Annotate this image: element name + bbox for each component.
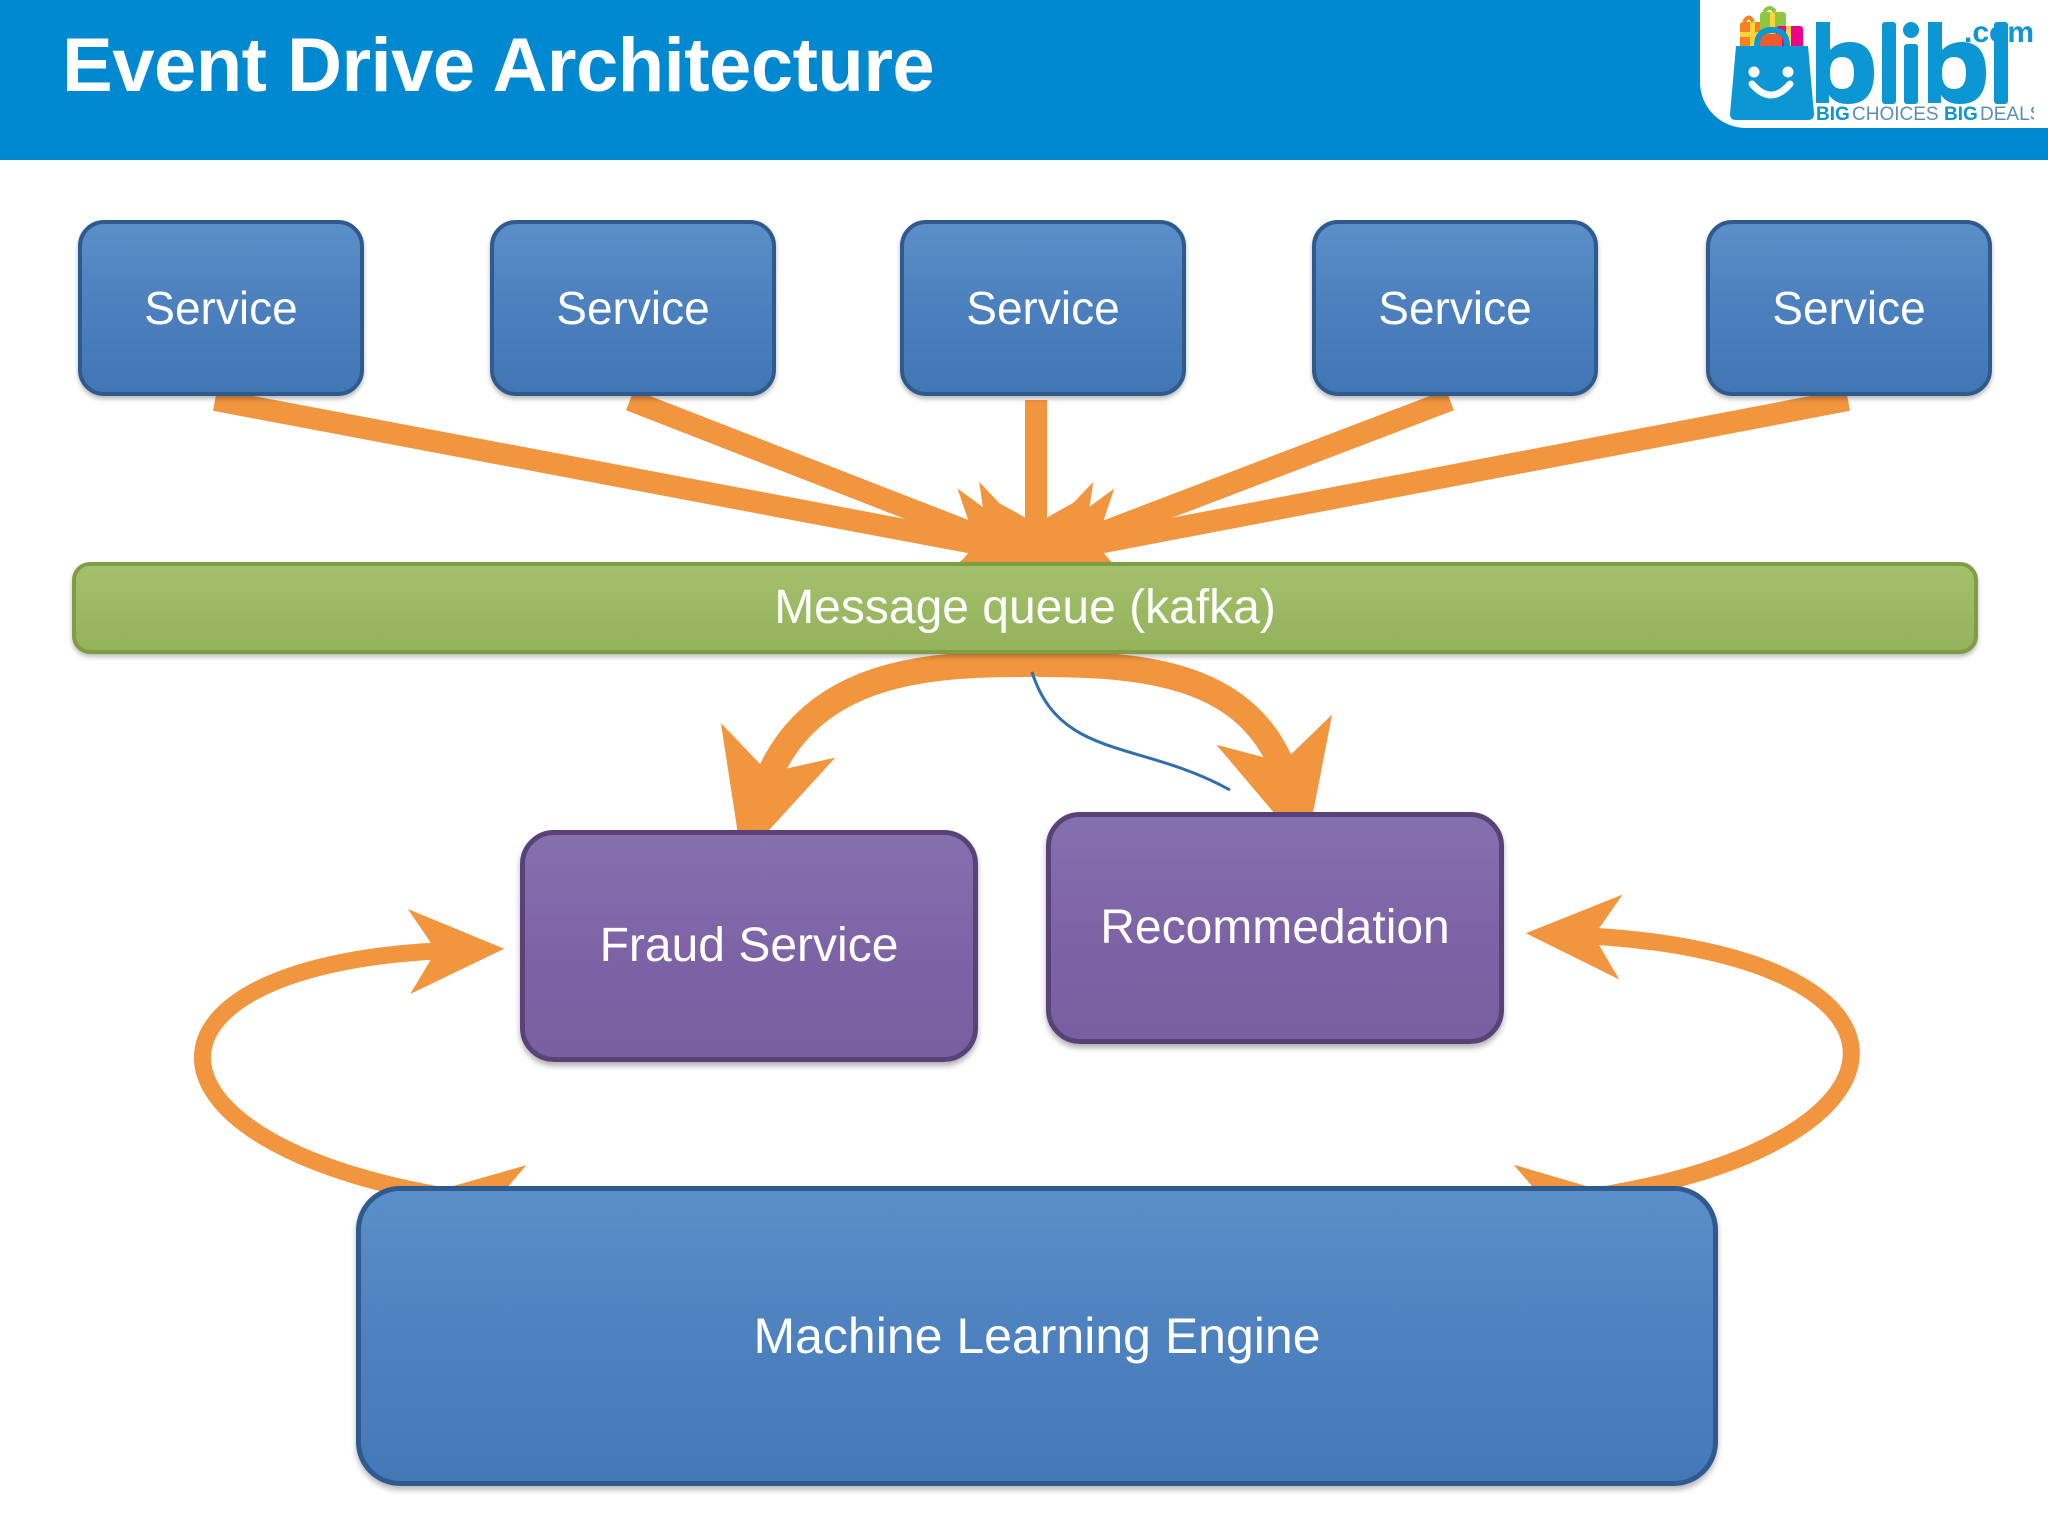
- service-node-5-label: Service: [1772, 281, 1926, 334]
- service-node-5[interactable]: Service: [1706, 220, 1992, 396]
- svg-text:.com: .com: [1964, 16, 2034, 49]
- fraud-service-node[interactable]: Fraud Service: [520, 830, 978, 1062]
- message-queue-bar[interactable]: Message queue (kafka): [72, 562, 1978, 654]
- recommendation-ml-feedback-arrow: [1513, 894, 1860, 1249]
- tagline-big-1: BIG: [1816, 104, 1850, 124]
- fraud-ml-feedback-arrow: [194, 909, 527, 1250]
- service-node-2-label: Service: [556, 281, 710, 334]
- service-node-2[interactable]: Service: [490, 220, 776, 396]
- service-node-4[interactable]: Service: [1312, 220, 1598, 396]
- shopping-bag-with-gifts-icon: [1730, 6, 1814, 120]
- page-title: Event Drive Architecture: [62, 23, 935, 108]
- service-node-1-label: Service: [144, 281, 298, 334]
- recommendation-node[interactable]: Recommedation: [1046, 812, 1504, 1044]
- message-queue-label: Message queue (kafka): [774, 580, 1276, 634]
- blibli-wordmark: .com: [1816, 16, 2034, 104]
- service-node-3-label: Service: [966, 281, 1120, 334]
- machine-learning-engine-label: Machine Learning Engine: [753, 1307, 1321, 1364]
- service-node-4-label: Service: [1378, 281, 1532, 334]
- queue-to-fraud-arrow: [720, 651, 1043, 860]
- service-node-3[interactable]: Service: [900, 220, 1186, 396]
- recommendation-label: Recommedation: [1100, 900, 1450, 954]
- fraud-service-label: Fraud Service: [599, 918, 899, 972]
- thin-blue-connector: [1030, 671, 1231, 792]
- tagline-choices: CHOICES: [1852, 104, 1939, 124]
- machine-learning-engine-node[interactable]: Machine Learning Engine: [356, 1186, 1718, 1486]
- service-node-1[interactable]: Service: [78, 220, 364, 396]
- tagline-big-2: BIG: [1944, 104, 1978, 124]
- producer-to-queue-arrows: [212, 389, 1851, 601]
- queue-to-recommendation-arrow: [1027, 651, 1333, 851]
